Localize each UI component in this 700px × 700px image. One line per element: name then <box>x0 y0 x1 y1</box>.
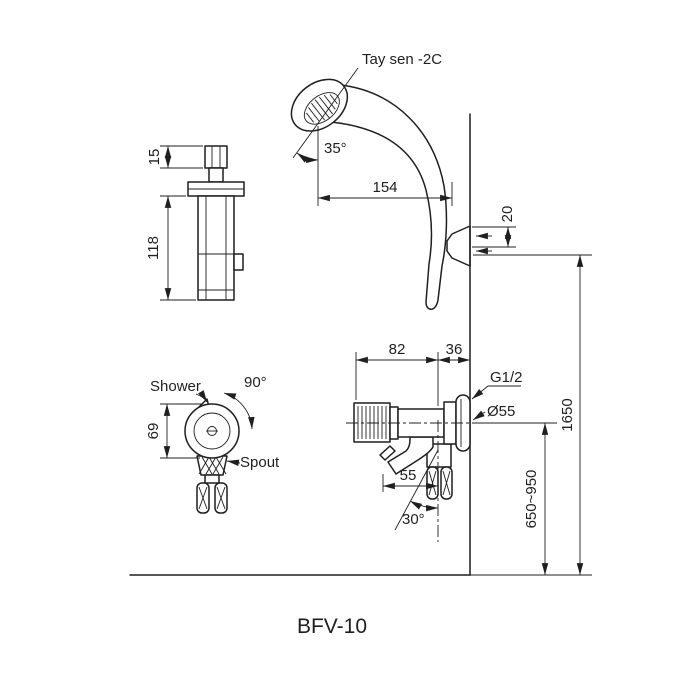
handle-rotation-dimension: 90° <box>223 374 267 430</box>
fitting-body-label: 118 <box>145 236 162 260</box>
handle-rotation-label: 90° <box>244 374 267 391</box>
spout-reach-dimension: 55 <box>382 467 438 492</box>
flange-diameter-callout: Ø55 <box>472 403 515 421</box>
spray-face-hatch <box>305 94 338 123</box>
wall-fitting <box>187 145 245 301</box>
spout-outlet <box>387 436 434 475</box>
mount-height-label: 650~950 <box>523 470 540 529</box>
holder-height-dimension: 20 <box>472 206 516 248</box>
spout-position-label: Spout <box>240 454 280 471</box>
fitting-cap-dimension: 15 <box>146 145 203 169</box>
rotation-arc <box>223 392 255 430</box>
faucet-body <box>346 394 522 542</box>
head-angle-label: 35° <box>324 140 347 157</box>
spout-reach-label: 55 <box>400 467 417 484</box>
shower-leader <box>195 390 208 403</box>
thread-callout: G1/2 <box>471 369 523 400</box>
thread-label: G1/2 <box>490 369 523 386</box>
shower-position-label: Shower <box>150 378 201 395</box>
fitting-cap-label: 15 <box>146 149 163 166</box>
flange-diameter-label: Ø55 <box>487 403 515 420</box>
spout-angle-dimension: 30° <box>394 449 439 531</box>
valve-knurl-hatch <box>198 456 227 475</box>
holder-height-label: 20 <box>499 206 516 223</box>
fitting-body-dimension: 118 <box>145 195 196 301</box>
head-to-wall-dimension: 154 <box>318 179 453 206</box>
overall-height-label: 1650 <box>559 398 576 431</box>
shower-head <box>290 78 349 132</box>
faucet-knob <box>353 402 391 443</box>
overall-height-dimension: 1650 <box>473 254 592 575</box>
product-label: Tay sen -2C <box>362 51 442 68</box>
spout-lever <box>379 445 396 461</box>
spout-leader <box>226 459 241 467</box>
wall-offset-dimension: 36 <box>438 341 470 364</box>
head-axis-line <box>292 67 359 159</box>
valve-diameter-dimension: 69 <box>145 403 202 459</box>
knob-knurl <box>357 406 387 439</box>
head-to-wall-label: 154 <box>372 179 397 196</box>
head-angle-dimension: 35° <box>292 67 359 206</box>
head-angle-arc <box>296 152 319 164</box>
mount-height-dimension: 650~950 <box>478 422 557 575</box>
body-length-label: 82 <box>389 341 406 358</box>
hand-shower <box>290 78 448 310</box>
body-length-dimension: 82 <box>355 341 439 406</box>
spout-angle-label: 30° <box>402 511 425 528</box>
page-title: BFV-10 <box>297 615 367 638</box>
valve-diameter-label: 69 <box>145 423 162 440</box>
wall-offset-label: 36 <box>446 341 463 358</box>
